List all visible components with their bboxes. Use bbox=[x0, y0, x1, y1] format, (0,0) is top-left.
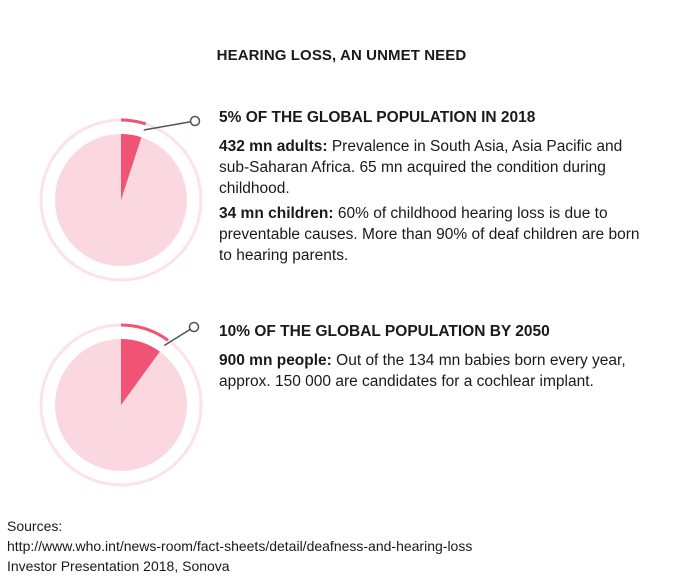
pie-ring-arc bbox=[120, 323, 169, 342]
source-link-who[interactable]: http://www.who.int/news-room/fact-sheets… bbox=[7, 538, 473, 554]
paragraph-text: Prevalence in South Asia, Asia Pacific a… bbox=[219, 138, 623, 197]
block-paragraph: 34 mn children: 60% of childhood hearing… bbox=[219, 203, 649, 266]
pie-chart-2018 bbox=[39, 115, 203, 282]
page-title: HEARING LOSS, AN UNMET NEED bbox=[216, 47, 467, 64]
pie-leader-dot bbox=[189, 115, 201, 127]
block-paragraph: 900 mn people: Out of the 134 mn babies … bbox=[219, 350, 649, 392]
sources: Sources: http://www.who.int/news-room/fa… bbox=[7, 516, 472, 576]
pie-leader-line bbox=[163, 326, 195, 347]
pie-ring-arc bbox=[120, 118, 147, 126]
pie-leader-line bbox=[143, 120, 196, 131]
paragraph-lead: 432 mn adults: bbox=[219, 138, 328, 155]
pie-chart-2050 bbox=[39, 321, 203, 487]
info-block-2018: 5% OF THE GLOBAL POPULATION IN 2018 432 … bbox=[219, 107, 649, 270]
paragraph-lead: 34 mn children: bbox=[219, 205, 334, 222]
paragraph-text: 60% of childhood hearing loss is due to … bbox=[219, 205, 640, 264]
source-sonova: Investor Presentation 2018, Sonova bbox=[7, 558, 230, 574]
pie-slice-highlight bbox=[121, 134, 142, 200]
block-heading: 10% OF THE GLOBAL POPULATION BY 2050 bbox=[219, 323, 550, 340]
paragraph-text: Out of the 134 mn babies born every year… bbox=[219, 352, 626, 390]
pie-slice-highlight bbox=[121, 339, 160, 405]
paragraph-lead: 900 mn people: bbox=[219, 352, 332, 369]
pie-leader-dot bbox=[188, 321, 200, 333]
sources-label: Sources: bbox=[7, 518, 63, 534]
info-block-2050: 10% OF THE GLOBAL POPULATION BY 2050 900… bbox=[219, 321, 649, 396]
block-paragraph: 432 mn adults: Prevalence in South Asia,… bbox=[219, 136, 649, 199]
block-heading: 5% OF THE GLOBAL POPULATION IN 2018 bbox=[219, 109, 536, 126]
